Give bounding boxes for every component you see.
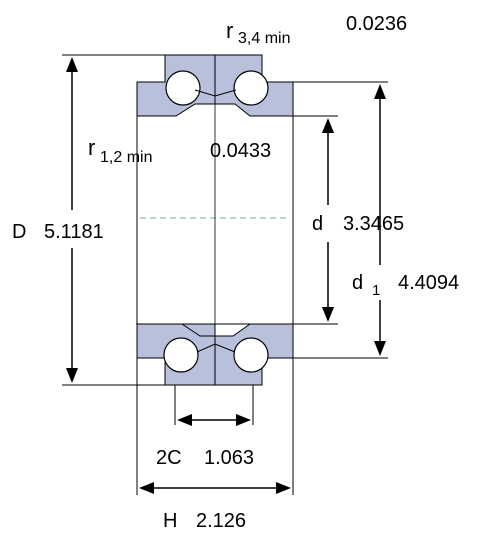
bottom-right-ball [233, 337, 269, 373]
r12-symbol: r [88, 135, 95, 160]
arrow-D-bottom [66, 368, 78, 383]
top-ring-section [136, 54, 294, 117]
d-value: 3.3465 [343, 213, 404, 235]
d1-subscript: 1 [372, 282, 380, 299]
top-right-ball [233, 70, 269, 106]
label-D: D 5.1181 [12, 221, 104, 243]
r34-subscript: 3,4 min [238, 30, 290, 47]
bottom-left-ball [163, 337, 199, 373]
label-2C: 2C 1.063 [156, 447, 254, 469]
r34-value: 0.0236 [346, 13, 407, 35]
arrow-d-bottom [322, 307, 334, 322]
label-H: H 2.126 [163, 510, 246, 532]
top-left-ball [165, 70, 201, 106]
arrow-H-right [276, 482, 291, 494]
label-d: d 3.3465 [312, 213, 404, 235]
d1-value: 4.4094 [398, 272, 459, 294]
dimension-H [136, 324, 294, 495]
d1-symbol: d [352, 272, 363, 294]
label-r34: r 3,4 min 0.0236 [226, 13, 407, 47]
arrow-2C-left [177, 414, 192, 426]
arrow-D-top [66, 57, 78, 72]
arrow-d1-bottom [374, 341, 386, 356]
arrow-d-top [322, 118, 334, 133]
r12-subscript: 1,2 min [100, 149, 152, 166]
dimension-2C [174, 385, 254, 425]
arrow-2C-right [236, 414, 251, 426]
D-symbol: D [12, 221, 26, 243]
bottom-ring-section [135, 323, 294, 386]
dimension-d1 [293, 81, 388, 359]
D-value: 5.1181 [44, 221, 104, 243]
dimension-D [62, 54, 165, 386]
H-symbol: H [163, 510, 177, 532]
label-d1: d 1 4.4094 [352, 272, 459, 299]
d-symbol: d [312, 213, 323, 235]
dimension-d [293, 115, 338, 325]
H-value: 2.126 [196, 510, 246, 532]
arrow-H-left [139, 482, 154, 494]
r12-value: 0.0433 [210, 140, 271, 162]
r34-symbol: r [226, 18, 233, 43]
label-r12: r 1,2 min 0.0433 [88, 135, 271, 166]
2C-symbol: 2C [156, 447, 182, 469]
arrow-d1-top [374, 84, 386, 99]
2C-value: 1.063 [204, 447, 254, 469]
